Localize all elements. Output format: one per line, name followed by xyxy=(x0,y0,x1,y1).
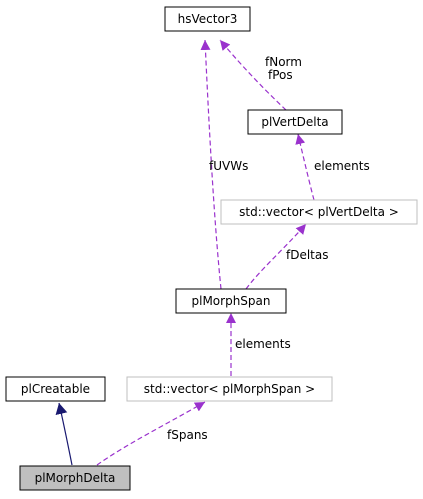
edge-label-elements-morphspan: elements xyxy=(235,337,291,351)
edge-fdeltas xyxy=(245,223,307,290)
node-label-plcreatable: plCreatable xyxy=(21,382,90,396)
edge-fnorm-fpos xyxy=(219,39,287,111)
edge-label-fdeltas: fDeltas xyxy=(286,248,329,262)
node-label-hsvector3: hsVector3 xyxy=(178,12,238,26)
edge-label-fspans: fSpans xyxy=(167,428,208,442)
edge-elements-vertdelta xyxy=(295,133,315,201)
node-vector-morphspan[interactable]: std::vector< plMorphSpan > xyxy=(126,376,333,402)
node-hsvector3[interactable]: hsVector3 xyxy=(164,6,251,32)
node-label-vector-morphspan: std::vector< plMorphSpan > xyxy=(144,382,315,396)
node-label-vector-vertdelta: std::vector< plVertDelta > xyxy=(239,205,399,219)
node-vector-vertdelta[interactable]: std::vector< plVertDelta > xyxy=(220,199,418,225)
node-label-plmorphdelta: plMorphDelta xyxy=(35,471,116,485)
node-label-plvertdelta: plVertDelta xyxy=(261,115,328,129)
edge-inherit-plcreatable xyxy=(55,402,73,466)
node-plvertdelta[interactable]: plVertDelta xyxy=(247,109,343,135)
edge-label-fnorm: fNorm xyxy=(265,55,302,69)
edge-fuvws xyxy=(200,39,222,290)
edge-fspans xyxy=(96,401,206,466)
edge-labels: fNorm fPos fUVWs elements fDeltas elemen… xyxy=(167,55,370,442)
edge-label-fpos: fPos xyxy=(268,68,293,82)
edge-label-elements-vertdelta: elements xyxy=(314,159,370,173)
edges xyxy=(55,39,315,466)
node-label-plmorphspan: plMorphSpan xyxy=(192,294,271,308)
node-plmorphdelta[interactable]: plMorphDelta xyxy=(19,465,131,491)
node-plcreatable[interactable]: plCreatable xyxy=(5,376,106,402)
edge-label-fuvws: fUVWs xyxy=(209,159,248,173)
node-plmorphspan[interactable]: plMorphSpan xyxy=(175,288,287,314)
